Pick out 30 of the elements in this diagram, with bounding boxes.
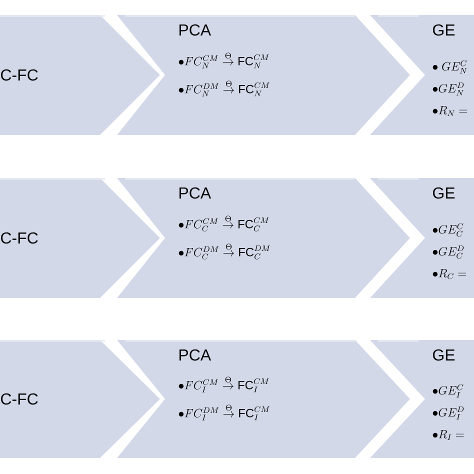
node-label: GE (433, 24, 455, 36)
node-label: C-FC (1, 232, 38, 244)
chevron-box: C-FC (0, 178, 160, 298)
node-label: $\bullet FC_N^{CM} \overset{\Theta}{\rightarrow} \text{FC}_N^{CM}$ (178, 52, 269, 68)
node-label: $\bullet GE_C^{C}$ (432, 223, 464, 237)
node-label: C-FC (1, 69, 38, 81)
node-label: PCA (180, 187, 212, 199)
node-label: $\bullet\ GE_N^{C}$ (432, 60, 467, 74)
node-label: $\bullet FC_I^{CM} \overset{\Theta}{\rightarrow} \text{FC}_I^{CM}$ (178, 376, 269, 392)
chevron-box: GE $\bullet GE_C^{C}$ $\bullet GE_C^{D}$ $\bullet R_C =$ (370, 178, 474, 298)
node-label: $\bullet FC_C^{CM} \overset{\Theta}{\rightarrow} \text{FC}_C^{CM}$ (178, 216, 269, 232)
node-label: $\bullet FC_C^{DM} \overset{\Theta}{\rightarrow} \text{FC}_C^{DM}$ (178, 244, 270, 260)
node-label: $\bullet GE_I^{C}$ (432, 384, 464, 398)
chevron-box: GE $\bullet\ GE_N^{C}$ $\bullet GE_N^{D}$ $\bullet R_N =$ (370, 15, 474, 135)
node-label: $\bullet R_N =$ (432, 106, 468, 116)
chevron-box: GE $\bullet GE_I^{C}$ $\bullet GE_I^{D}$ $\bullet R_I =$ (370, 340, 474, 458)
chevron-box: C-FC (0, 15, 160, 135)
node-label: $\bullet R_C =$ (432, 269, 466, 280)
chevron-box: C-FC (0, 340, 160, 458)
node-label: $\bullet R_I =$ (432, 430, 464, 440)
node-label: PCA (180, 349, 212, 361)
node-label: C-FC (1, 393, 38, 405)
node-label: PCA (180, 24, 212, 36)
node-label: GE (433, 349, 455, 361)
node-label: $\bullet GE_N^{D}$ (432, 82, 464, 96)
node-label: $\bullet GE_C^{D}$ (432, 246, 464, 259)
node-label: $\bullet FC_N^{DM} \overset{\Theta}{\rightarrow} \text{FC}_N^{CM}$ (178, 80, 270, 96)
node-label: GE (433, 187, 455, 199)
node-label: $\bullet GE_I^{D}$ (432, 406, 464, 420)
node-label: $\bullet FC_I^{DM} \overset{\Theta}{\rightarrow} \text{FC}_I^{CM}$ (178, 404, 270, 420)
